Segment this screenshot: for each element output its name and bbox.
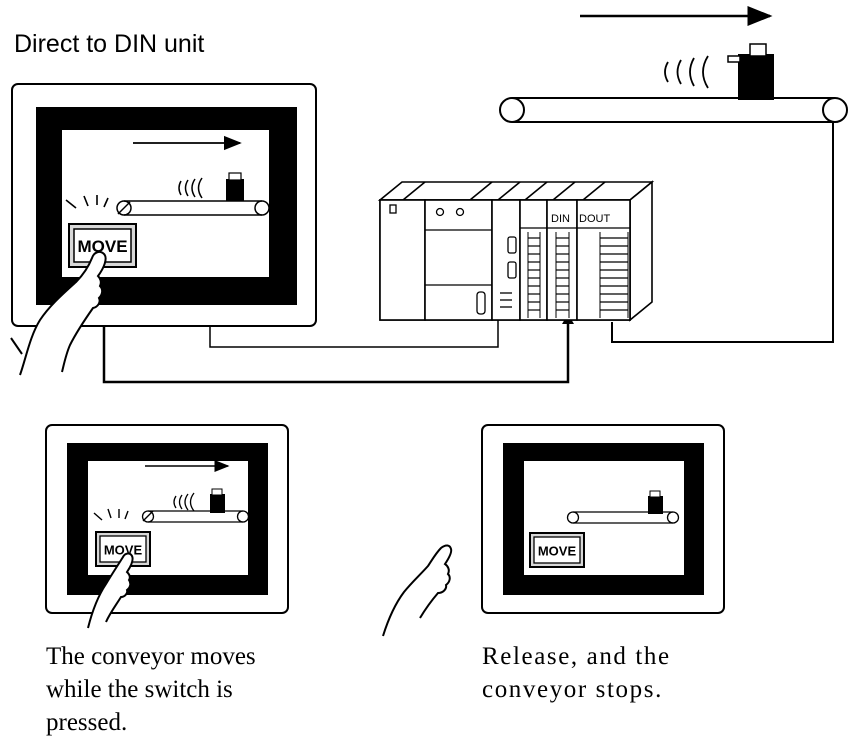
finger-pressing-top: [19, 250, 107, 376]
motion-lines: [664, 55, 709, 89]
wire-panel-cpu: [209, 312, 499, 348]
conveyor-main: [499, 6, 848, 123]
caption-line: conveyor stops.: [482, 676, 663, 703]
caption-released: Release, and the conveyor stops.: [482, 640, 671, 706]
module-slot-3: [491, 199, 521, 321]
conveyor-belt: [499, 97, 848, 123]
finger-pressing-bottom-left: [87, 552, 134, 629]
finger-released: [382, 544, 453, 637]
caption-line: Release, and the: [482, 643, 671, 670]
workpiece-box: [727, 43, 774, 100]
touch-panel-bottom-right: MOVE: [382, 424, 725, 637]
move-button-label: MOVE: [104, 543, 143, 558]
wire-panel-din: [102, 322, 570, 384]
caption-pressed: The conveyor moves while the switch is p…: [46, 640, 256, 739]
cpu-module: [424, 199, 493, 321]
move-button-top[interactable]: MOVE: [68, 223, 137, 268]
caption-line: while the switch is: [46, 676, 233, 703]
terminal-ticks: [528, 237, 628, 311]
dout-label: DOUT: [579, 213, 610, 225]
plc-details: [389, 204, 630, 315]
power-module: [379, 199, 426, 321]
din-module: [546, 199, 578, 321]
din-label: DIN: [551, 213, 570, 225]
move-button-label: MOVE: [538, 544, 577, 559]
touch-panel-top: MOVE: [10, 83, 317, 376]
move-button-label: MOVE: [77, 237, 127, 256]
caption-line: pressed.: [46, 709, 128, 736]
module-slot-4: [519, 199, 548, 321]
caption-line: The conveyor moves: [46, 643, 256, 670]
wire-dout-conveyor: [611, 122, 834, 343]
move-button-bottom-right[interactable]: MOVE: [529, 532, 585, 568]
dout-module: [576, 199, 631, 321]
diagram-title: Direct to DIN unit: [14, 30, 205, 58]
touch-panel-bottom-left: MOVE: [45, 424, 289, 629]
